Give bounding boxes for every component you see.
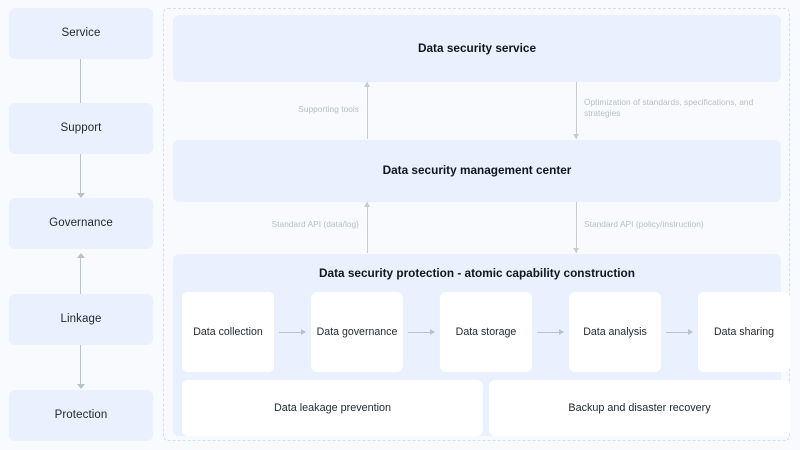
arrowhead-up-governance-icon xyxy=(76,253,85,258)
stage-box-governance[interactable]: Governance xyxy=(9,198,153,249)
stage-box-support[interactable]: Support xyxy=(9,103,153,154)
flow-arrowhead-up-supporting-tools-icon xyxy=(363,82,370,87)
stage-label-protection: Protection xyxy=(54,408,108,421)
stage-box-protection[interactable]: Protection xyxy=(9,390,153,441)
atomic-card-data-sharing[interactable]: Data sharing xyxy=(698,292,790,372)
connector-linkage-protection xyxy=(80,345,81,384)
flow-arrow-analysis-to-sharing-icon xyxy=(666,329,693,335)
atomic-card-label-data-analysis: Data analysis xyxy=(583,325,647,338)
atomic-card-label-data-sharing: Data sharing xyxy=(713,325,775,338)
arrowhead-down-governance-icon xyxy=(76,193,85,198)
stage-label-linkage: Linkage xyxy=(60,312,102,325)
flow-label-standard-api-data-log: Standard API (data/log) xyxy=(271,219,359,229)
support-card-label-backup-disaster-recovery: Backup and disaster recovery xyxy=(568,401,711,414)
atomic-card-data-governance[interactable]: Data governance xyxy=(311,292,403,372)
support-card-label-data-leakage-prevention: Data leakage prevention xyxy=(273,401,392,414)
flow-line-standard-api-data-log xyxy=(367,202,368,253)
flow-line-standard-api-policy xyxy=(576,202,577,253)
band-data-security-service[interactable]: Data security service xyxy=(173,15,781,82)
atomic-card-label-data-governance: Data governance xyxy=(316,325,398,338)
connector-linkage-governance xyxy=(80,258,81,294)
connector-support-governance xyxy=(80,154,81,193)
band-title-data-security-protection: Data security protection - atomic capabi… xyxy=(319,266,635,280)
band-title-management-center: Data security management center xyxy=(382,163,572,178)
stage-label-service: Service xyxy=(61,26,101,39)
architecture-panel: Data security service Supporting tools O… xyxy=(163,8,790,441)
atomic-card-data-analysis[interactable]: Data analysis xyxy=(569,292,661,372)
arrowhead-down-protection-icon xyxy=(76,384,85,389)
flow-label-optimization-standards: Optimization of standards, specification… xyxy=(584,97,754,119)
stage-box-linkage[interactable]: Linkage xyxy=(9,294,153,345)
support-card-data-leakage-prevention[interactable]: Data leakage prevention xyxy=(182,380,483,436)
atomic-card-label-data-collection: Data collection xyxy=(193,325,263,338)
connector-service-support xyxy=(80,59,81,103)
stage-box-service[interactable]: Service xyxy=(9,8,153,59)
flow-line-supporting-tools xyxy=(367,82,368,139)
flow-label-standard-api-policy: Standard API (policy/instruction) xyxy=(584,219,704,229)
support-card-backup-disaster-recovery[interactable]: Backup and disaster recovery xyxy=(489,380,790,436)
flow-line-optimization-standards xyxy=(576,82,577,139)
flow-arrowhead-down-optimization-standards-icon xyxy=(572,134,579,139)
stage-label-support: Support xyxy=(60,121,102,134)
band-data-security-protection[interactable]: Data security protection - atomic capabi… xyxy=(173,254,790,436)
flow-arrowhead-up-standard-api-data-log-icon xyxy=(363,202,370,207)
protection-support-row: Data leakage prevention Backup and disas… xyxy=(182,380,790,436)
atomic-card-data-collection[interactable]: Data collection xyxy=(182,292,274,372)
atomic-card-label-data-storage: Data storage xyxy=(455,325,517,338)
band-title-data-security-service: Data security service xyxy=(417,40,537,55)
band-data-security-management-center[interactable]: Data security management center xyxy=(173,140,781,202)
stage-sidebar: Service Support Governance Linkage Prote… xyxy=(9,8,153,441)
flow-arrow-collection-to-governance-icon xyxy=(279,329,306,335)
atomic-capability-row: Data collection Data governance Data sto… xyxy=(182,292,790,372)
flow-arrowhead-down-standard-api-policy-icon xyxy=(572,248,579,253)
stage-label-governance: Governance xyxy=(49,216,113,229)
flow-label-supporting-tools: Supporting tools xyxy=(298,104,359,114)
flow-arrow-storage-to-analysis-icon xyxy=(537,329,564,335)
flow-arrow-governance-to-storage-icon xyxy=(408,329,435,335)
atomic-card-data-storage[interactable]: Data storage xyxy=(440,292,532,372)
